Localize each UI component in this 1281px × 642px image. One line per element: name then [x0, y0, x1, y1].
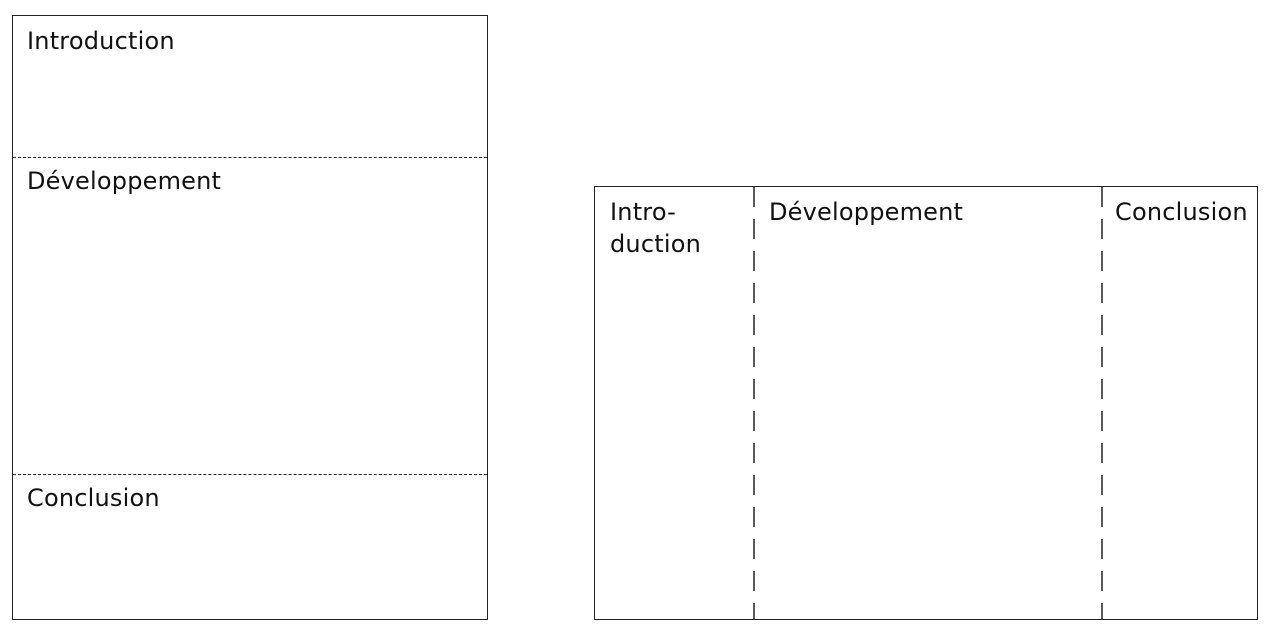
portrait-introduction-label: Introduction — [27, 27, 175, 55]
landscape-introduction-label: Intro- duction — [610, 198, 702, 258]
landscape-layout-box: Intro- duction Développement Conclusion — [594, 186, 1258, 620]
portrait-layout-box: Introduction Développement Conclusion — [12, 15, 488, 620]
portrait-divider-1 — [13, 157, 487, 158]
landscape-developpement-label: Développement — [769, 198, 964, 226]
portrait-developpement-label: Développement — [27, 167, 222, 195]
portrait-divider-2 — [13, 474, 487, 475]
portrait-conclusion-label: Conclusion — [27, 484, 160, 512]
landscape-conclusion-label: Conclusion — [1115, 198, 1248, 226]
